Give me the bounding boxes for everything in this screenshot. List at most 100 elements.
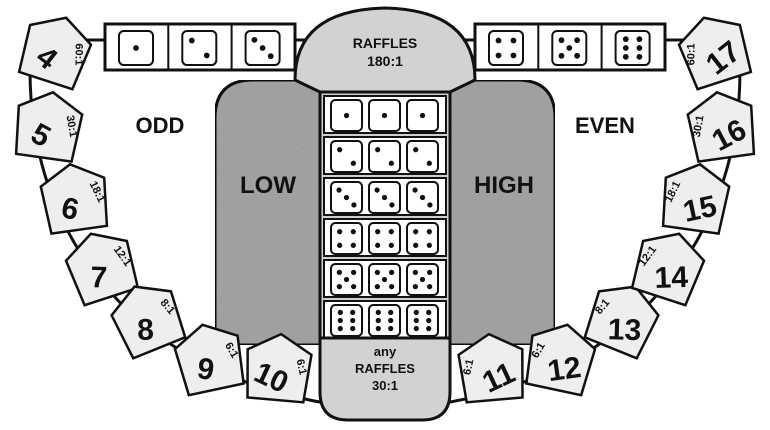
pip — [336, 187, 342, 193]
pip — [426, 325, 432, 332]
triple-1-die — [330, 99, 363, 132]
pip — [413, 147, 419, 153]
total-number: 14 — [654, 261, 689, 295]
pip — [374, 269, 381, 276]
low-label: LOW — [240, 172, 296, 199]
triple-3-die — [330, 181, 363, 214]
triple-3-die — [406, 181, 439, 214]
pip — [412, 283, 419, 290]
pip — [413, 317, 419, 324]
pip — [510, 52, 517, 59]
triple-2-die — [330, 140, 363, 173]
pip — [251, 36, 258, 43]
triple-4-bet[interactable] — [323, 218, 447, 257]
triple-2-die — [368, 140, 401, 173]
total-number: 6 — [58, 191, 81, 227]
pip — [350, 317, 356, 324]
pip — [413, 242, 419, 248]
raffles-bet-area[interactable]: RAFFLES 180:1 — [293, 6, 477, 94]
triple-3-bet[interactable] — [323, 177, 447, 216]
pip — [336, 269, 343, 276]
pip — [337, 147, 343, 153]
pip — [375, 147, 381, 153]
pip — [636, 36, 643, 43]
pip — [375, 325, 381, 332]
pip — [388, 229, 394, 235]
pip — [375, 229, 381, 235]
any-raffles-bet-area[interactable]: any RAFFLES 30:1 — [318, 336, 452, 422]
pip — [427, 202, 433, 208]
triple-2-bet[interactable] — [323, 136, 447, 175]
total-13-bet[interactable]: 138:1 — [581, 275, 665, 360]
pip — [350, 229, 356, 235]
odd-die-3 — [244, 30, 281, 66]
high-bet-area[interactable]: HIGH — [448, 78, 557, 347]
total-payout: 6:1 — [294, 358, 309, 376]
pip — [388, 325, 394, 332]
pip — [413, 309, 419, 316]
triple-4-die — [406, 222, 439, 255]
pip — [566, 45, 573, 51]
pip — [558, 52, 565, 59]
pip — [622, 45, 629, 51]
pip — [413, 325, 419, 332]
low-bet-area[interactable]: LOW — [213, 78, 322, 347]
pip — [350, 269, 357, 276]
even-dice-strip[interactable] — [473, 22, 667, 72]
pip — [350, 242, 356, 248]
triple-3-die — [368, 181, 401, 214]
odd-dice-strip[interactable] — [103, 22, 297, 72]
triple-5-die — [406, 263, 439, 296]
triple-1-die — [368, 99, 401, 132]
even-die-5 — [551, 30, 588, 66]
pip — [574, 52, 581, 59]
total-number: 12 — [545, 351, 583, 388]
even-label[interactable]: EVEN — [575, 113, 635, 138]
pip — [133, 45, 139, 51]
odd-label[interactable]: ODD — [136, 113, 185, 138]
total-8-bet[interactable]: 88:1 — [105, 275, 189, 360]
pip — [426, 160, 432, 166]
total-payout: 30:1 — [691, 114, 707, 138]
pip — [412, 187, 418, 193]
odd-die-1 — [118, 30, 154, 66]
pip — [574, 37, 581, 44]
total-7-bet[interactable]: 712:1 — [60, 224, 141, 307]
pip — [351, 202, 357, 208]
pip — [381, 276, 388, 283]
triple-5-die — [330, 263, 363, 296]
pip — [259, 45, 266, 51]
pip — [337, 325, 343, 332]
triple-5-bet[interactable] — [323, 259, 447, 298]
pip — [426, 269, 433, 276]
triple-1-die — [406, 99, 439, 132]
pip — [636, 45, 643, 51]
pip — [374, 283, 381, 290]
total-12-bet[interactable]: 126:1 — [522, 318, 598, 397]
total-9-bet[interactable]: 96:1 — [171, 318, 247, 397]
pip — [426, 283, 433, 290]
pip — [343, 112, 350, 119]
any-raffles-line1: any — [374, 344, 397, 359]
pip — [388, 283, 395, 290]
triple-4-die — [330, 222, 363, 255]
total-payout: 60:1 — [686, 43, 698, 65]
total-payout: 30:1 — [63, 114, 79, 138]
total-number: 9 — [195, 352, 216, 387]
total-payout: 60:1 — [72, 43, 84, 65]
pip — [350, 325, 356, 332]
any-raffles-line2: RAFFLES — [355, 361, 415, 376]
odd-die-2 — [181, 30, 218, 66]
triple-6-bet[interactable] — [323, 300, 447, 339]
pip — [636, 53, 643, 60]
triple-1-bet[interactable] — [323, 95, 447, 134]
total-11-bet[interactable]: 116:1 — [457, 331, 527, 404]
